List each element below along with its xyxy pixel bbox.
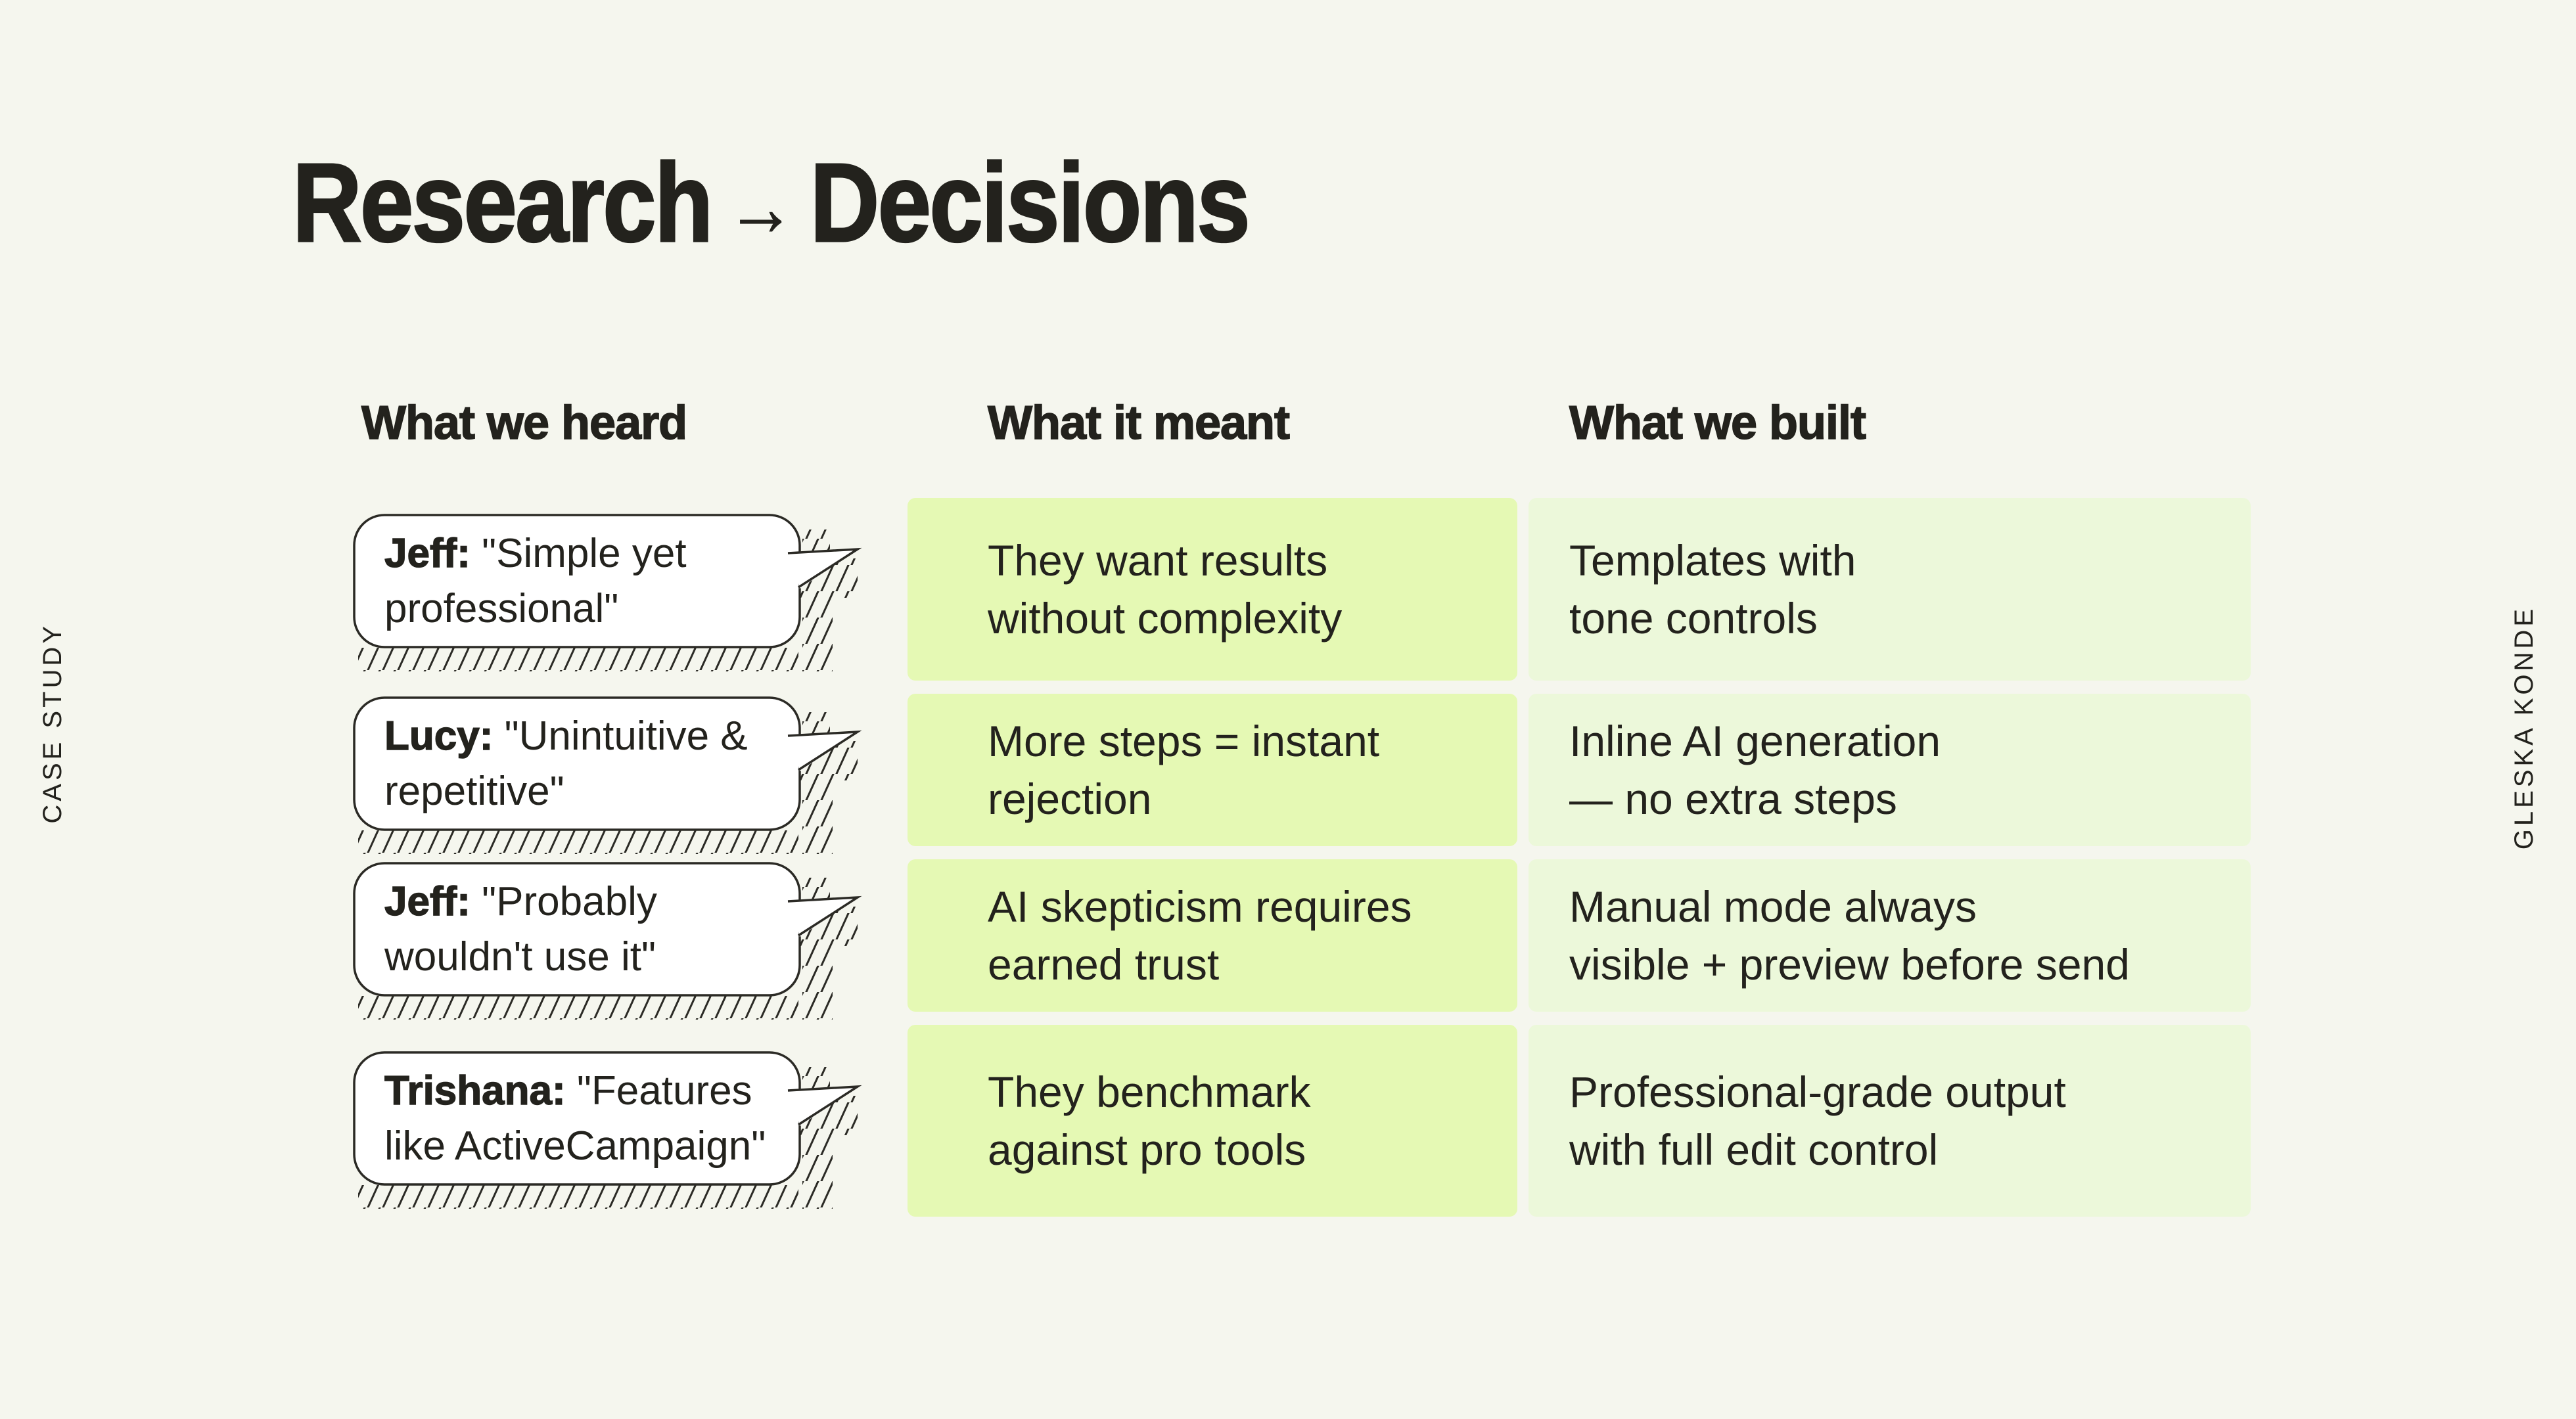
built-line-1: Professional-grade output <box>1569 1068 2066 1116</box>
quote-line-2: repetitive" <box>384 769 564 814</box>
quote-line-1: "Features <box>576 1068 752 1114</box>
meant-cell: They benchmark against pro tools <box>908 1025 1517 1217</box>
title-word-decisions: Decisions <box>809 140 1251 267</box>
column-header-meant: What it meant <box>987 397 1291 449</box>
built-line-2: tone controls <box>1569 594 1818 642</box>
meant-cell: They want results without complexity <box>908 498 1517 681</box>
built-line-1: Manual mode always <box>1569 882 1977 931</box>
meant-line-2: rejection <box>988 775 1152 823</box>
built-cell: Manual mode always visible + preview bef… <box>1529 859 2251 1012</box>
quote-line-2: like ActiveCampaign" <box>384 1123 766 1169</box>
column-header-built: What we built <box>1569 397 1867 449</box>
column-header-heard: What we heard <box>361 397 688 449</box>
quote-line-2: professional" <box>384 586 619 631</box>
built-cell: Professional-grade output with full edit… <box>1529 1025 2251 1217</box>
speaker-name: Trishana: <box>384 1068 566 1114</box>
page-title: Research→Decisions <box>292 139 1404 268</box>
speech-bubble: Jeff: "Probably wouldn't use it" <box>352 861 877 1058</box>
quote-text: Trishana: "Features like ActiveCampaign" <box>384 1050 792 1188</box>
quote-line-1: "Unintuitive & <box>504 713 748 759</box>
speech-bubble: Jeff: "Simple yet professional" <box>352 512 877 710</box>
meant-cell: More steps = instant rejection <box>908 694 1517 846</box>
speaker-name: Lucy: <box>384 713 494 759</box>
side-label-author: GLESKA KONDE <box>2510 606 2539 850</box>
meant-line-2: against pro tools <box>988 1125 1306 1174</box>
speaker-name: Jeff: <box>384 878 471 924</box>
meant-line-1: More steps = instant <box>988 717 1380 765</box>
title-word-research: Research <box>292 140 714 267</box>
meant-line-1: AI skepticism requires <box>988 882 1412 931</box>
quote-line-1: "Probably <box>482 879 657 924</box>
quote-line-1: "Simple yet <box>482 531 687 576</box>
arrow-right-icon: → <box>726 162 796 253</box>
side-label-case-study: CASE STUDY <box>38 623 67 824</box>
quote-text: Lucy: "Unintuitive & repetitive" <box>384 695 792 833</box>
quote-text: Jeff: "Probably wouldn't use it" <box>384 861 792 999</box>
quote-text: Jeff: "Simple yet professional" <box>384 512 792 650</box>
speech-bubble: Trishana: "Features like ActiveCampaign" <box>352 1050 877 1247</box>
meant-cell: AI skepticism requires earned trust <box>908 859 1517 1012</box>
meant-line-2: earned trust <box>988 940 1220 989</box>
built-line-2: — no extra steps <box>1569 775 1897 823</box>
meant-line-1: They benchmark <box>988 1068 1311 1116</box>
built-line-1: Templates with <box>1569 536 1856 585</box>
speech-bubble-art <box>353 514 862 671</box>
built-line-1: Inline AI generation <box>1569 717 1941 765</box>
speech-bubble-art <box>353 862 862 1020</box>
speech-bubble: Lucy: "Unintuitive & repetitive" <box>352 695 877 892</box>
quote-line-2: wouldn't use it" <box>384 934 656 980</box>
built-cell: Inline AI generation — no extra steps <box>1529 694 2251 846</box>
built-line-2: visible + preview before send <box>1569 940 2130 989</box>
meant-line-2: without complexity <box>988 594 1343 642</box>
speech-bubble-art <box>353 1051 862 1209</box>
speaker-name: Jeff: <box>384 530 471 576</box>
built-cell: Templates with tone controls <box>1529 498 2251 681</box>
built-line-2: with full edit control <box>1569 1125 1939 1174</box>
speech-bubble-art <box>353 696 862 854</box>
meant-line-1: They want results <box>988 536 1328 585</box>
